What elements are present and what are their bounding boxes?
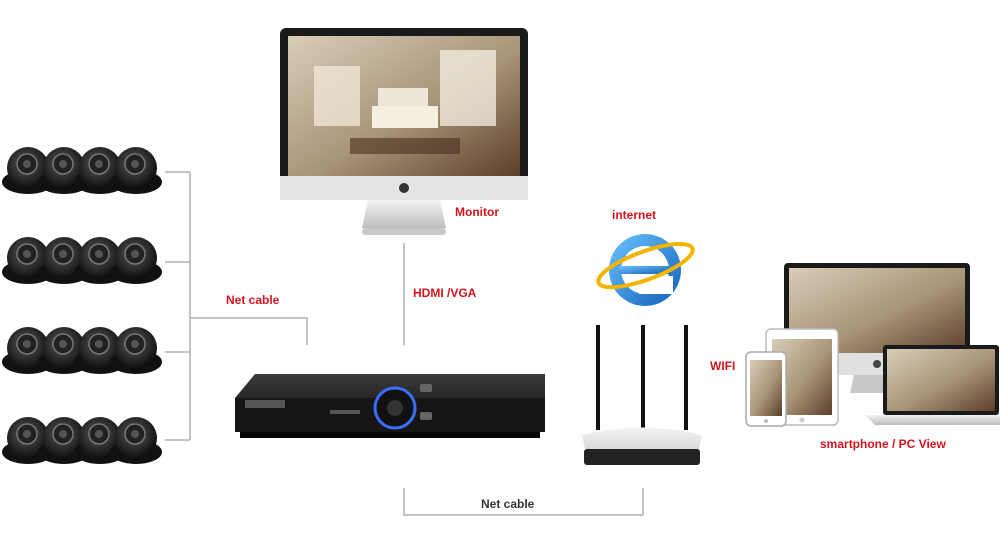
smartphone-pc-view-label: smartphone / PC View [820, 437, 946, 451]
hdmi-vga-label: HDMI /VGA [413, 286, 477, 300]
wifi-router [582, 325, 702, 465]
monitor [280, 28, 528, 235]
wifi-label: WIFI [710, 359, 736, 373]
dome-camera-icon [74, 327, 126, 374]
net-cable-bottom-label: Net cable [481, 497, 535, 511]
laptop-icon [865, 345, 1000, 425]
apple-logo-icon [399, 183, 409, 193]
dome-camera-icon [110, 147, 162, 194]
dome-camera-icon [74, 147, 126, 194]
net-cable-left-label: Net cable [226, 293, 280, 307]
internet-label: internet [612, 208, 657, 222]
dome-camera-icon [110, 417, 162, 464]
dome-camera-icon [38, 417, 90, 464]
dome-camera-icon [110, 327, 162, 374]
dome-camera-icon [38, 237, 90, 284]
dome-camera-icon [38, 147, 90, 194]
dome-camera-icon [2, 147, 54, 194]
dome-camera-icon [38, 327, 90, 374]
dome-camera-icon [2, 327, 54, 374]
dome-camera-icon [2, 237, 54, 284]
camera-grid [2, 147, 162, 464]
phone-icon [745, 351, 787, 427]
dvr-to-router-line [403, 488, 644, 516]
camera-to-dvr-line [190, 317, 308, 345]
internet-explorer-icon [596, 234, 695, 306]
dome-camera-icon [2, 417, 54, 464]
monitor-label: Monitor [455, 205, 499, 219]
dome-camera-icon [74, 417, 126, 464]
dome-camera-icon [74, 237, 126, 284]
clients [745, 263, 1000, 427]
dvr-recorder [235, 374, 545, 438]
dome-camera-icon [110, 237, 162, 284]
connector-lines [165, 171, 644, 516]
